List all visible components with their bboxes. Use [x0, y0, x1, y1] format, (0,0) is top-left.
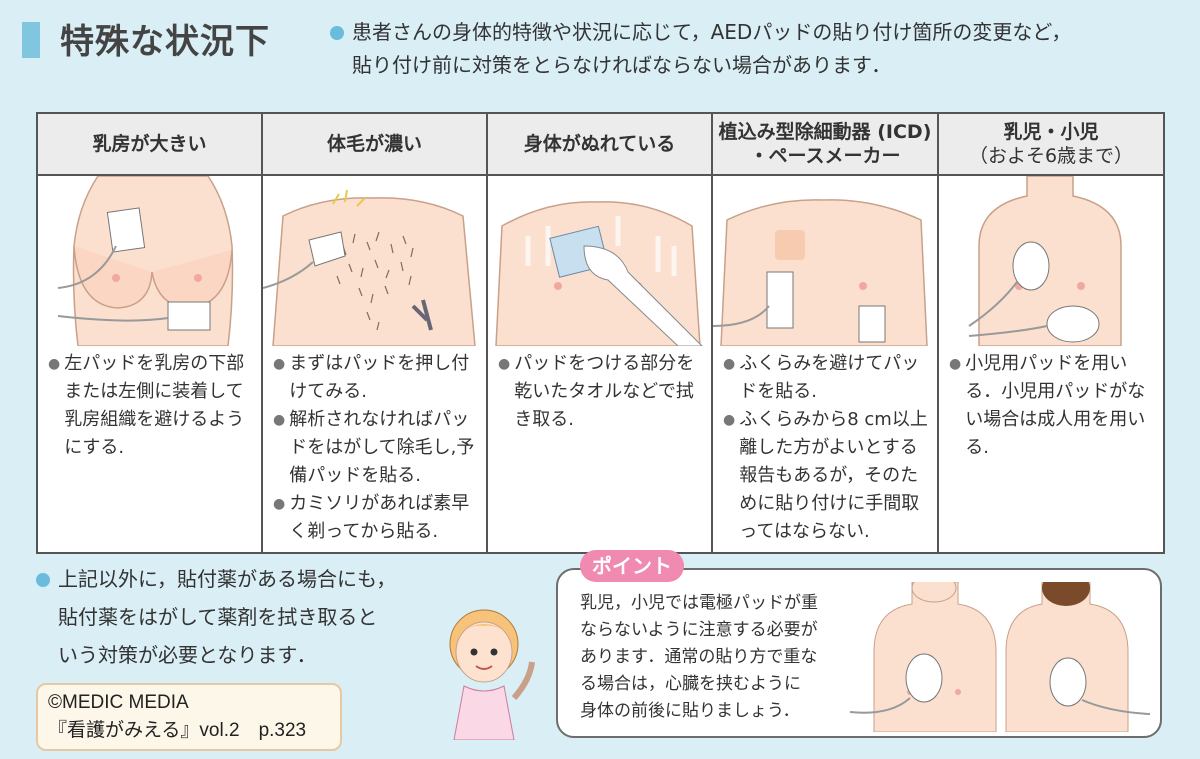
case-cell: ●小児用パッドを用いる．小児用パッドがない場合は成人用を用いる. — [937, 175, 1165, 554]
case-heading: 体毛が濃い — [261, 112, 488, 176]
front-back-pad-illustration — [850, 582, 1150, 732]
cases-table: 乳房が大きい 体毛が濃い 身体がぬれている 植込み型除細動器 (ICD)・ペース… — [36, 112, 1165, 554]
case-cell: ●まずはパッドを押し付けてみる. ●解析されなければパッドをはがして除毛し,予備… — [261, 175, 488, 554]
nurse-girl-illustration — [449, 609, 535, 740]
case-cell: ●パッドをつける部分を乾いたタオルなどで拭き取る. — [486, 175, 713, 554]
chest-icd-illustration — [713, 199, 928, 346]
additional-note: 上記以外に，貼付薬がある場合にも， 貼付薬をはがして薬剤を拭き取ると いう対策が… — [36, 560, 436, 674]
point-tag: ポイント — [580, 550, 684, 582]
case-heading: 乳児・小児（およそ6歳まで） — [937, 112, 1165, 176]
case-heading: 乳房が大きい — [36, 112, 263, 176]
bullet-dot — [36, 573, 50, 587]
intro-text: 患者さんの身体的特徴や状況に応じて，AEDパッドの貼り付け箇所の変更など， 貼り… — [330, 16, 1180, 82]
chest-large-breasts-illustration — [57, 176, 234, 346]
chest-wet-towel-illustration — [495, 201, 703, 346]
child-chest-illustration — [968, 176, 1122, 346]
title-accent-bar — [22, 22, 40, 58]
case-heading: 植込み型除細動器 (ICD)・ペースメーカー — [711, 112, 939, 176]
case-cell: ●ふくらみを避けてパッドを貼る. ●ふくらみから8 cm以上離した方がよいとする… — [711, 175, 939, 554]
case-cell: ●左パッドを乳房の下部または左側に装着して乳房組織を避けるようにする. — [36, 175, 263, 554]
case-heading: 身体がぬれている — [486, 112, 713, 176]
point-text: 乳児，小児では電極パッドが重 ならないように注意する必要が あります．通常の貼り… — [580, 593, 818, 721]
chest-hairy-illustration — [263, 189, 476, 346]
page-title: 特殊な状況下 — [60, 22, 270, 62]
bullet-dot — [330, 26, 344, 40]
copyright-credit: ©MEDIC MEDIA 『看護がみえる』vol.2 p.323 — [36, 683, 342, 751]
